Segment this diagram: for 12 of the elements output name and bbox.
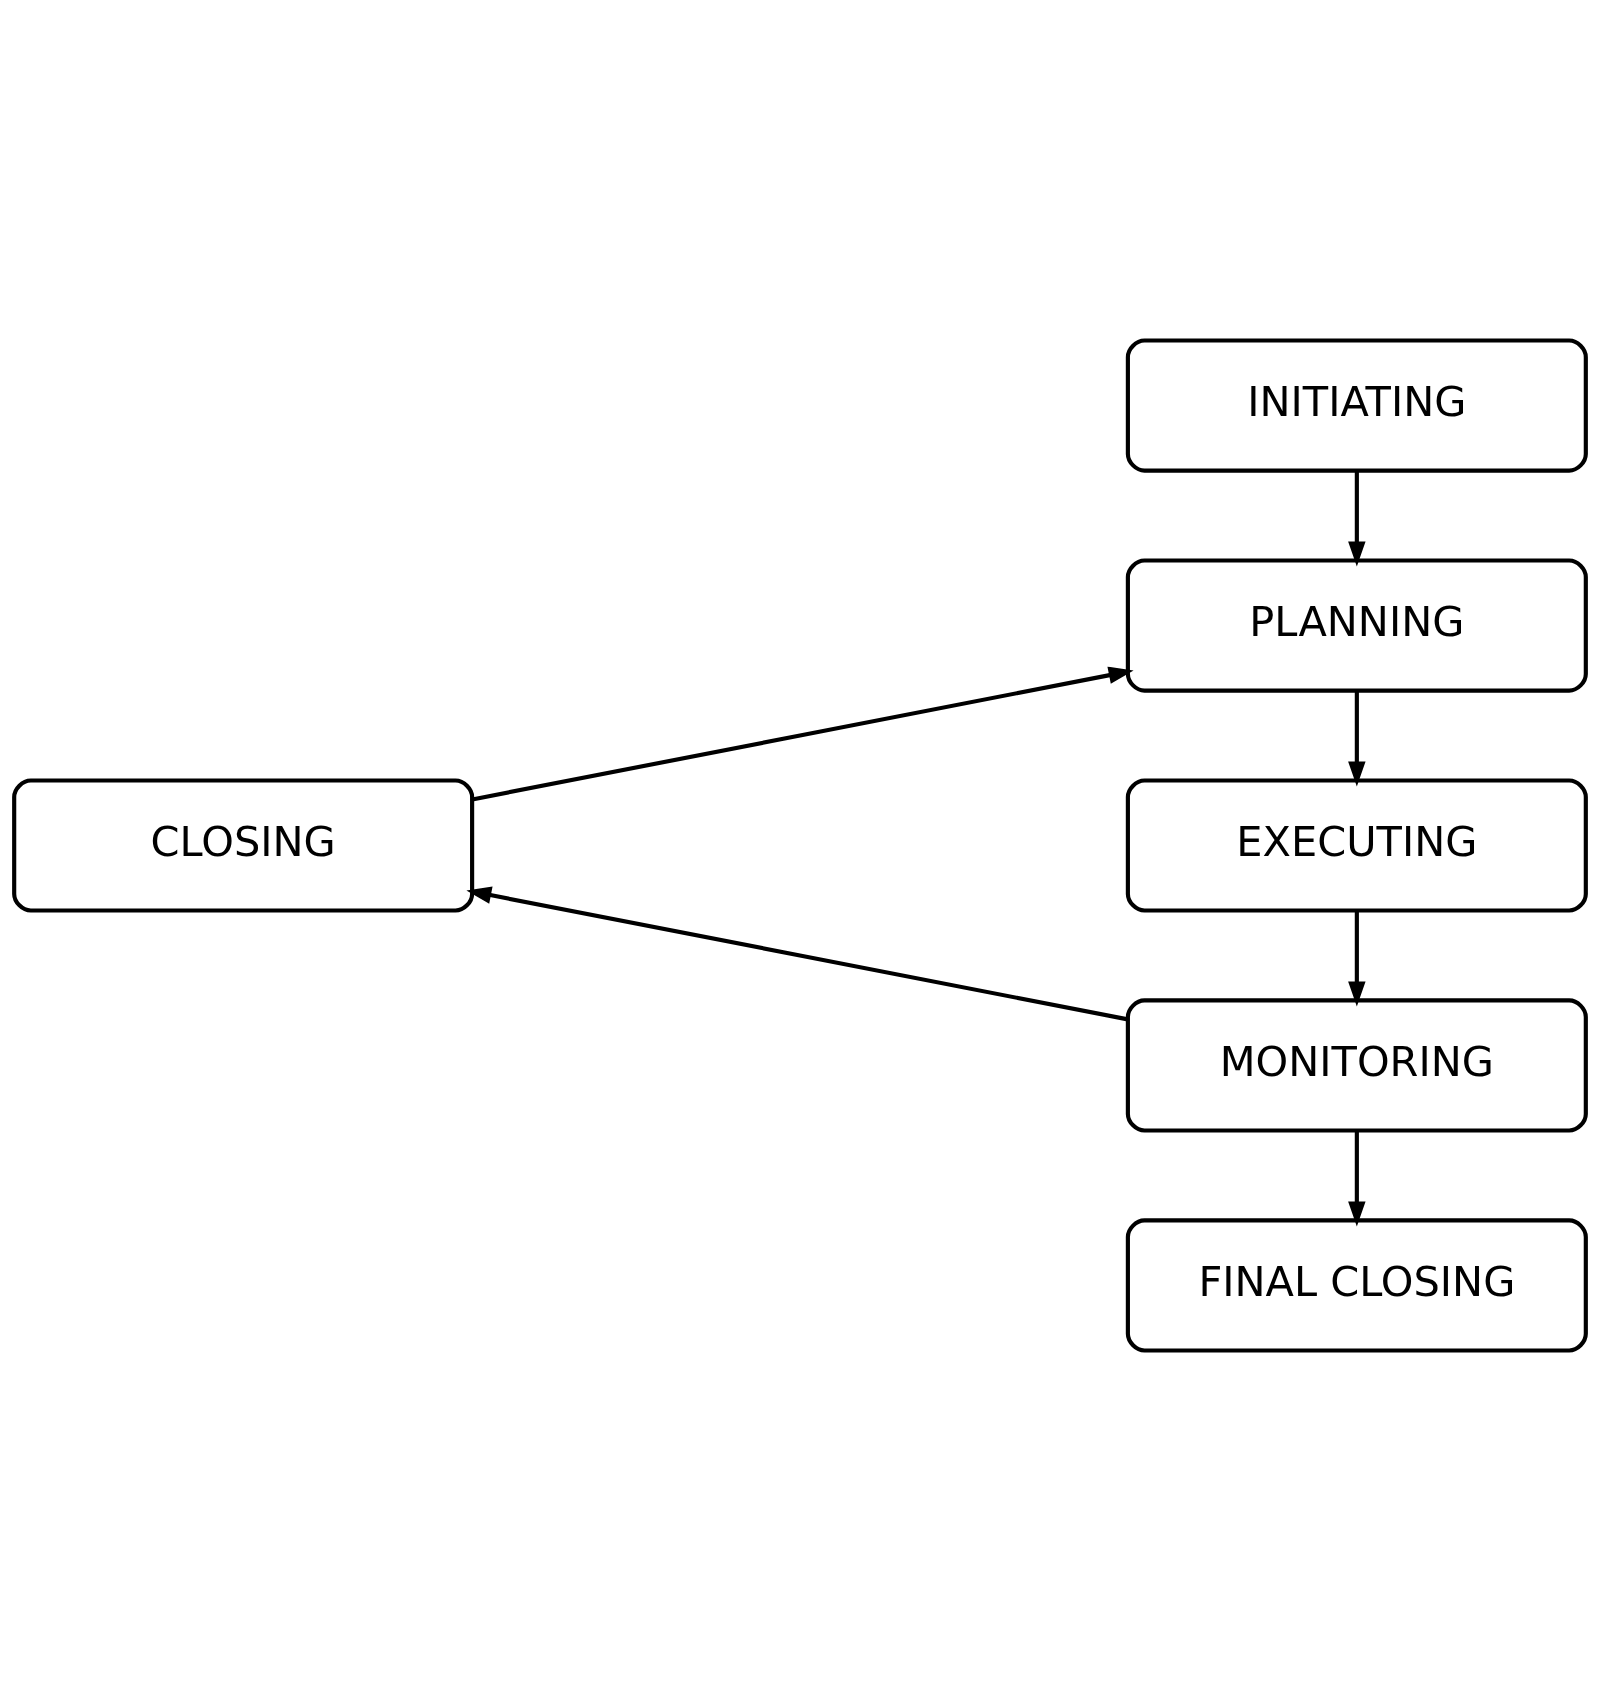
arrow <box>1348 690 1366 786</box>
node-box: CLOSING <box>12 777 475 913</box>
node-box: MONITORING <box>1125 997 1588 1133</box>
arrow <box>1348 470 1366 566</box>
node-box: EXECUTING <box>1125 777 1588 913</box>
node-box: FINAL CLOSING <box>1125 1217 1588 1353</box>
arrow <box>1348 910 1366 1006</box>
node-box: INITIATING <box>1125 337 1588 473</box>
node-box: PLANNING <box>1125 557 1588 693</box>
arrow <box>471 666 1134 801</box>
arrow <box>466 886 1129 1021</box>
arrow <box>1348 1130 1366 1226</box>
